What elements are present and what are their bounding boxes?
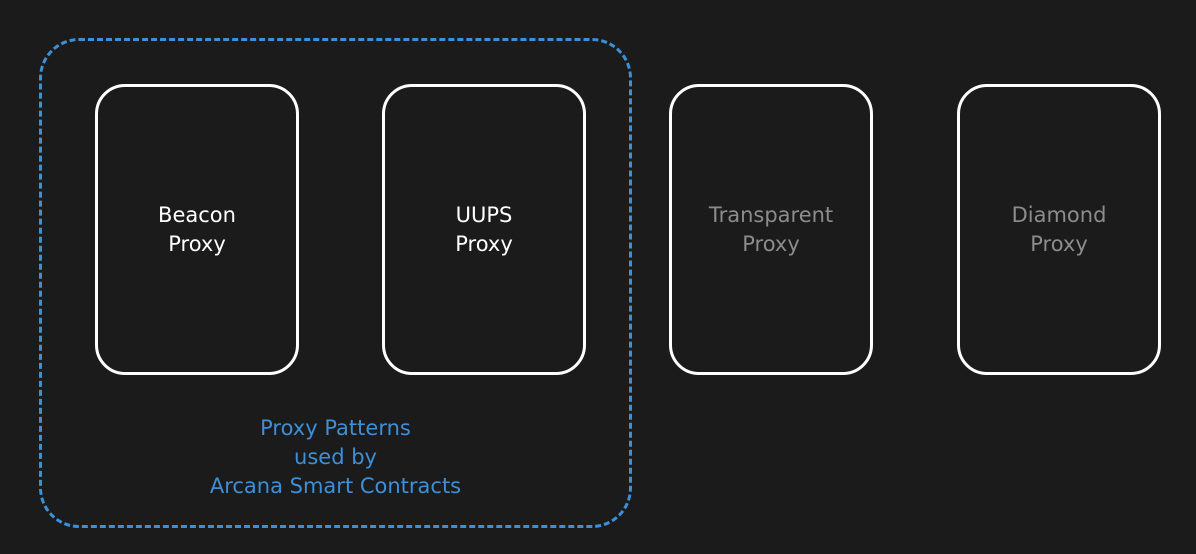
card-beacon-proxy: Beacon Proxy bbox=[95, 84, 299, 375]
card-label-line-1: Beacon bbox=[158, 202, 236, 227]
group-caption-line-3: Arcana Smart Contracts bbox=[209, 474, 462, 498]
group-caption: Proxy Patterns used by Arcana Smart Cont… bbox=[42, 414, 629, 501]
card-label-line-2: Proxy bbox=[742, 231, 800, 256]
arcana-proxy-group-border bbox=[39, 38, 632, 528]
card-transparent-proxy: Transparent Proxy bbox=[669, 84, 873, 375]
group-caption-line-1: Proxy Patterns bbox=[260, 416, 411, 440]
card-label-line-1: Transparent bbox=[708, 202, 834, 227]
card-label-line-1: UUPS bbox=[455, 202, 513, 227]
card-label-line-2: Proxy bbox=[1030, 231, 1088, 256]
card-uups-proxy: UUPS Proxy bbox=[382, 84, 586, 375]
card-diamond-proxy: Diamond Proxy bbox=[957, 84, 1161, 375]
card-label-line-2: Proxy bbox=[168, 231, 226, 256]
card-label-line-1: Diamond bbox=[1011, 202, 1107, 227]
group-caption-line-2: used by bbox=[294, 445, 377, 469]
card-label-line-2: Proxy bbox=[455, 231, 513, 256]
